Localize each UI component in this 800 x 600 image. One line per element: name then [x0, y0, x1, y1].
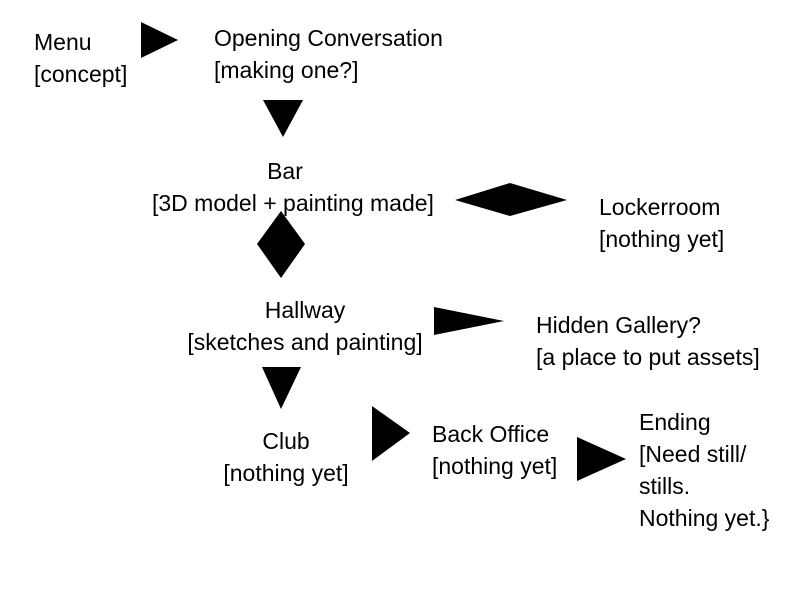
node-backoffice-status: [nothing yet] — [432, 453, 558, 479]
arrow-hallway-to-gallery — [434, 307, 504, 335]
node-lockerroom-title: Lockerroom — [599, 194, 721, 220]
node-back-office: Back Office [nothing yet] — [432, 418, 557, 482]
node-opening-status: [making one?] — [214, 57, 359, 83]
node-gallery-status: [a place to put assets] — [536, 344, 760, 370]
node-lockerroom: Lockerroom [nothing yet] — [599, 191, 724, 255]
node-lockerroom-status: [nothing yet] — [599, 226, 725, 252]
node-menu-status: [concept] — [34, 61, 128, 87]
node-ending-line-3: Nothing yet.} — [639, 505, 770, 531]
node-bar-status: [3D model + painting made] — [152, 190, 434, 216]
node-bar-title: Bar — [267, 158, 303, 184]
node-bar: Bar — [150, 155, 420, 187]
node-hallway: Hallway [sketches and painting] — [170, 294, 440, 358]
arrow-club-to-backoffice — [372, 406, 410, 461]
node-club: Club [nothing yet] — [206, 425, 366, 489]
node-bar-status-wrap: [3D model + painting made] — [152, 187, 434, 219]
node-club-status: [nothing yet] — [223, 460, 349, 486]
node-club-title: Club — [262, 428, 310, 454]
node-gallery-title: Hidden Gallery? — [536, 312, 701, 338]
node-hidden-gallery: Hidden Gallery? [a place to put assets] — [536, 309, 760, 373]
arrow-bar-hallway-two-way — [257, 211, 305, 278]
node-backoffice-title: Back Office — [432, 421, 550, 447]
node-ending-line-2: stills. — [639, 473, 691, 499]
node-menu: Menu [concept] — [34, 26, 127, 90]
node-opening-conversation: Opening Conversation [making one?] — [214, 22, 443, 86]
node-opening-title: Opening Conversation — [214, 25, 443, 51]
node-ending-title: Ending — [639, 409, 711, 435]
arrow-backoffice-to-ending — [577, 437, 626, 481]
arrow-hallway-to-club — [262, 367, 301, 409]
node-ending-line-1: [Need still/ — [639, 441, 747, 467]
node-ending: Ending [Need still/ stills. Nothing yet.… — [639, 406, 769, 534]
arrow-opening-to-bar — [263, 100, 303, 137]
node-hallway-title: Hallway — [264, 297, 346, 323]
arrow-bar-lockerroom-two-way — [455, 183, 567, 216]
node-menu-title: Menu — [34, 29, 92, 55]
node-hallway-status: [sketches and painting] — [187, 329, 423, 355]
arrow-menu-to-opening — [141, 22, 178, 58]
